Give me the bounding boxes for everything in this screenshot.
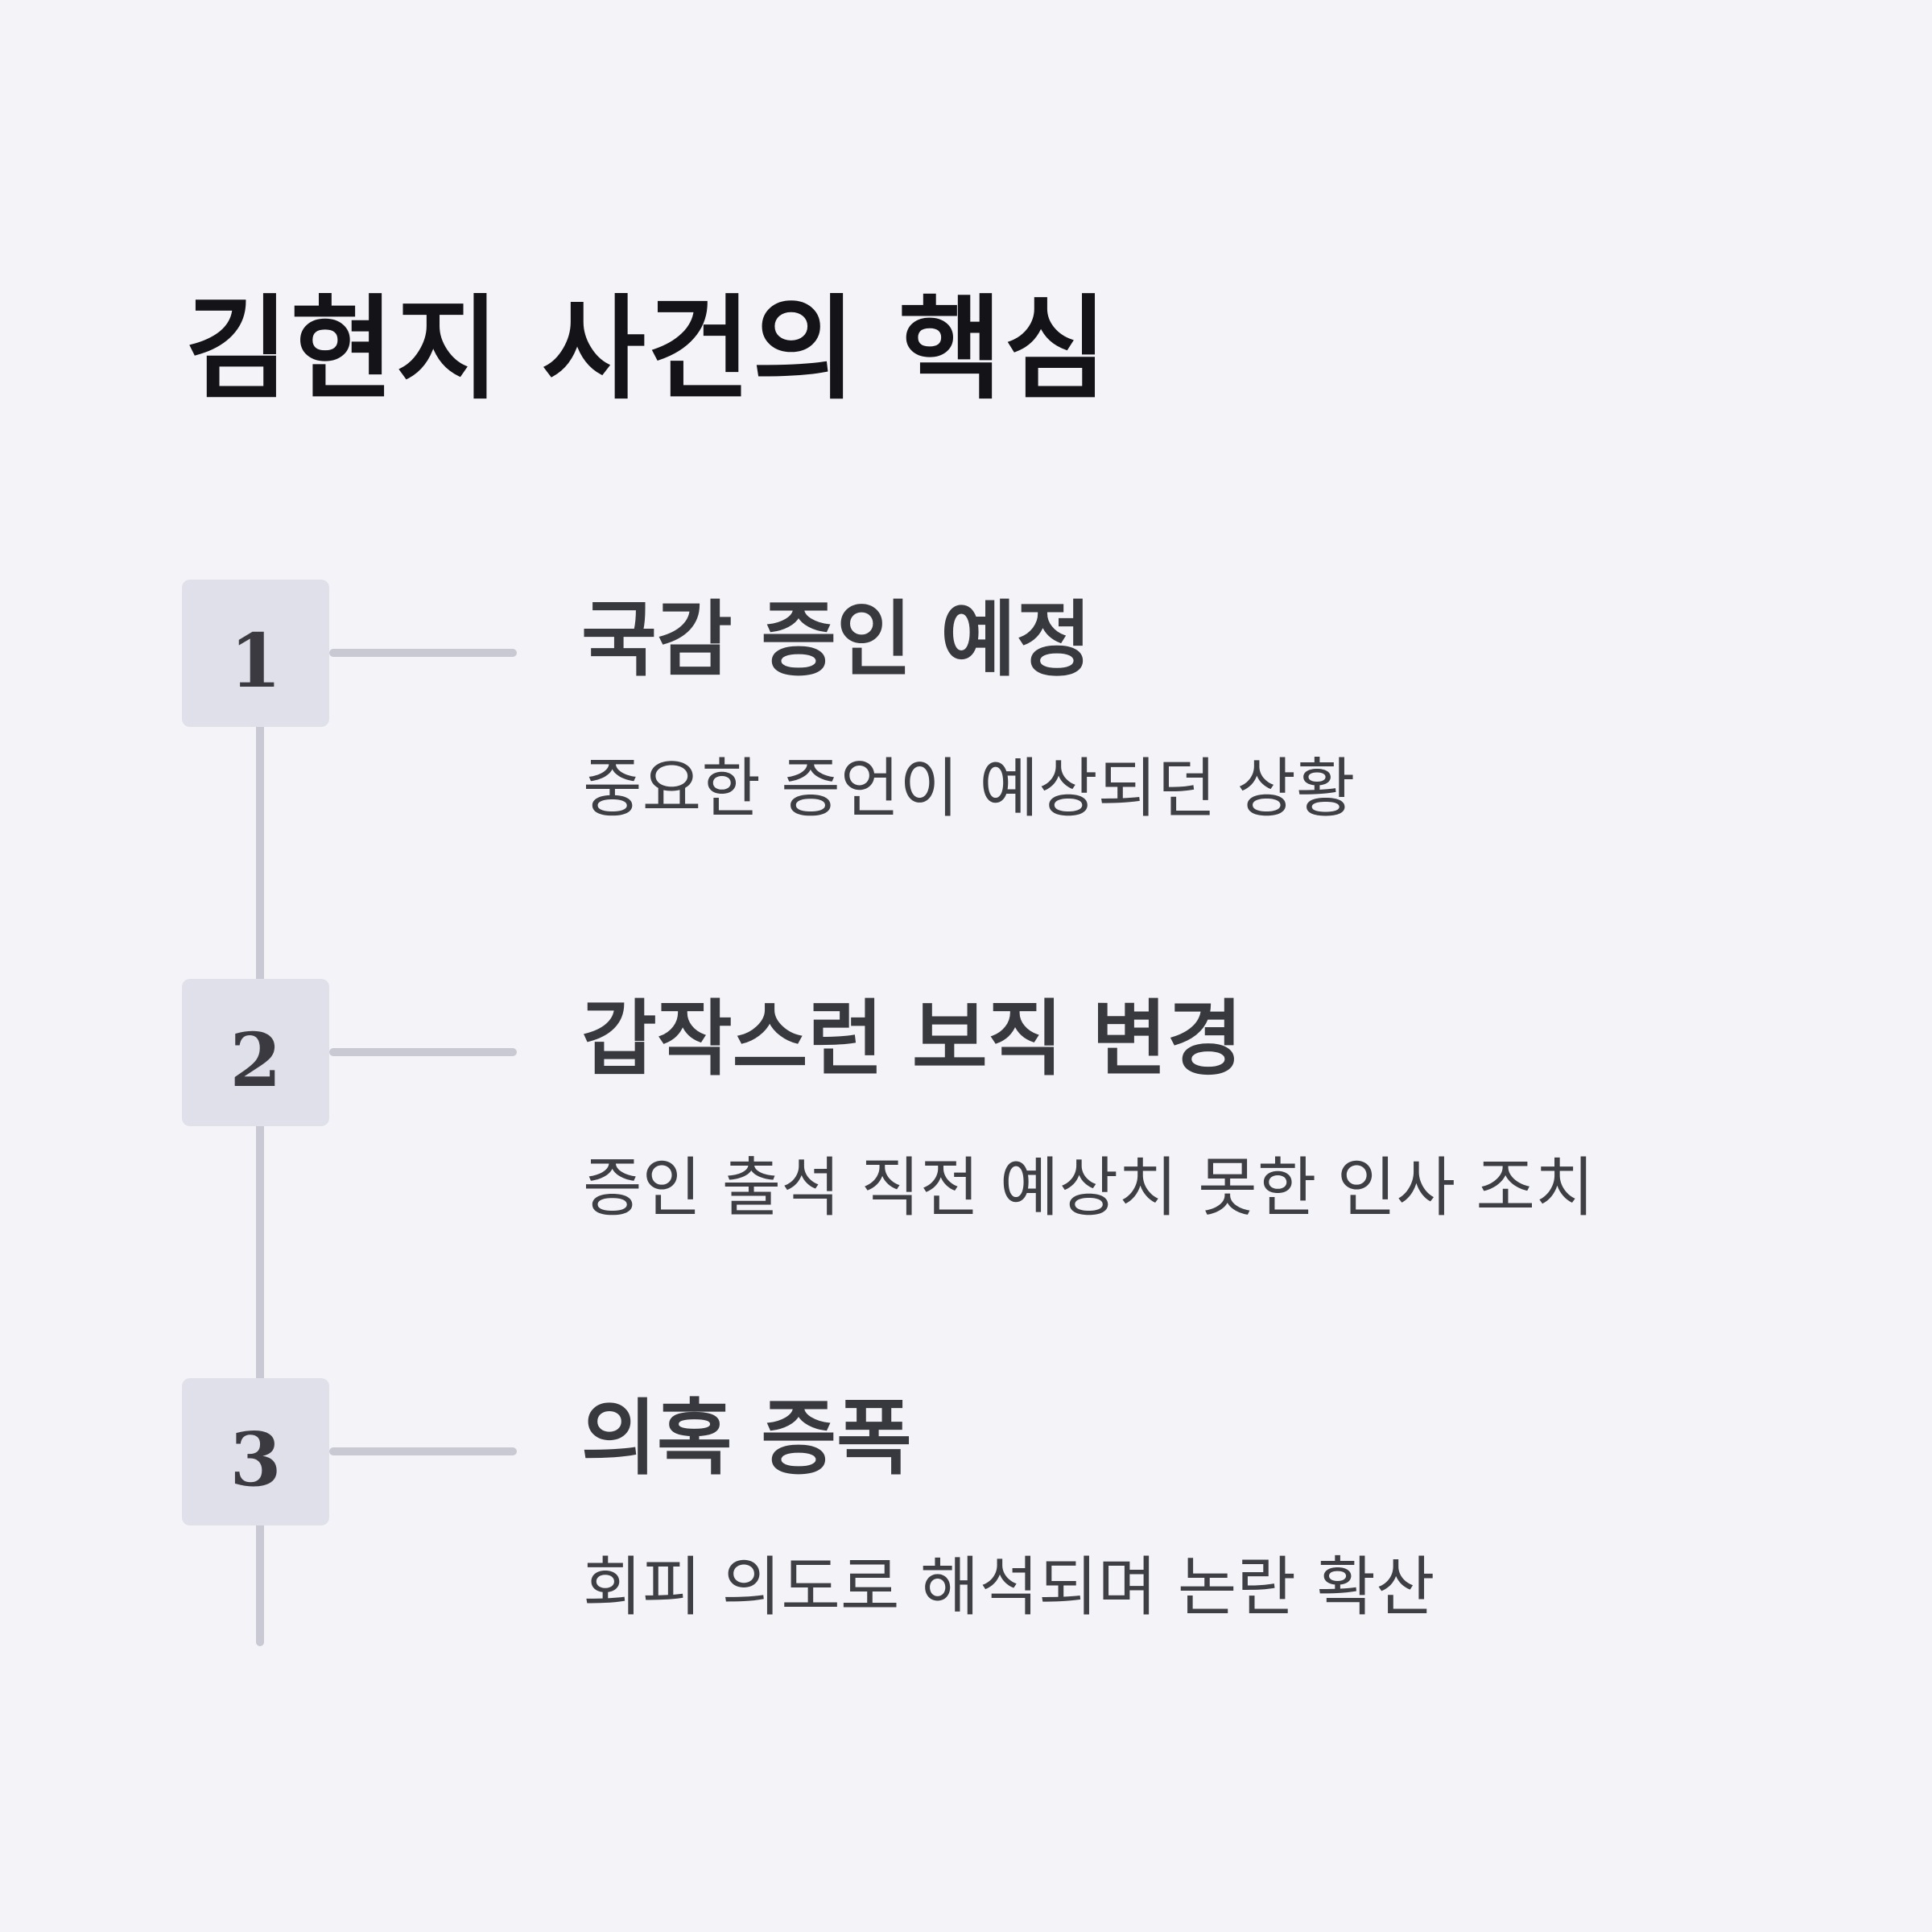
step-title: 갑작스런 보직 변경 xyxy=(581,992,1243,1088)
step-connector xyxy=(329,649,517,657)
step-connector xyxy=(329,1048,517,1056)
step-title: 의혹 증폭 xyxy=(581,1391,912,1487)
step-number: 1 xyxy=(229,617,282,704)
timeline-step-1: 1 국감 증인 예정 중요한 증언이 예상되던 상황 xyxy=(0,580,1932,821)
step-number-box: 2 xyxy=(182,979,329,1126)
timeline-step-2: 2 갑작스런 보직 변경 증인 출석 직전 예상치 못한 인사 조치 xyxy=(0,979,1932,1220)
step-description: 중요한 증언이 예상되던 상황 xyxy=(583,751,1356,826)
step-title: 국감 증인 예정 xyxy=(581,592,1092,688)
step-connector xyxy=(329,1447,517,1455)
step-description: 증인 출석 직전 예상치 못한 인사 조치 xyxy=(583,1150,1595,1225)
step-number: 2 xyxy=(229,1016,282,1104)
step-number-box: 1 xyxy=(182,580,329,727)
page-title: 김현지 사건의 핵심 xyxy=(185,284,1109,415)
step-number-box: 3 xyxy=(182,1378,329,1525)
step-number: 3 xyxy=(229,1415,282,1503)
step-description: 회피 의도로 해석되며 논란 확산 xyxy=(583,1550,1435,1624)
timeline-step-3: 3 의혹 증폭 회피 의도로 해석되며 논란 확산 xyxy=(0,1378,1932,1620)
timeline-line xyxy=(256,708,264,1646)
